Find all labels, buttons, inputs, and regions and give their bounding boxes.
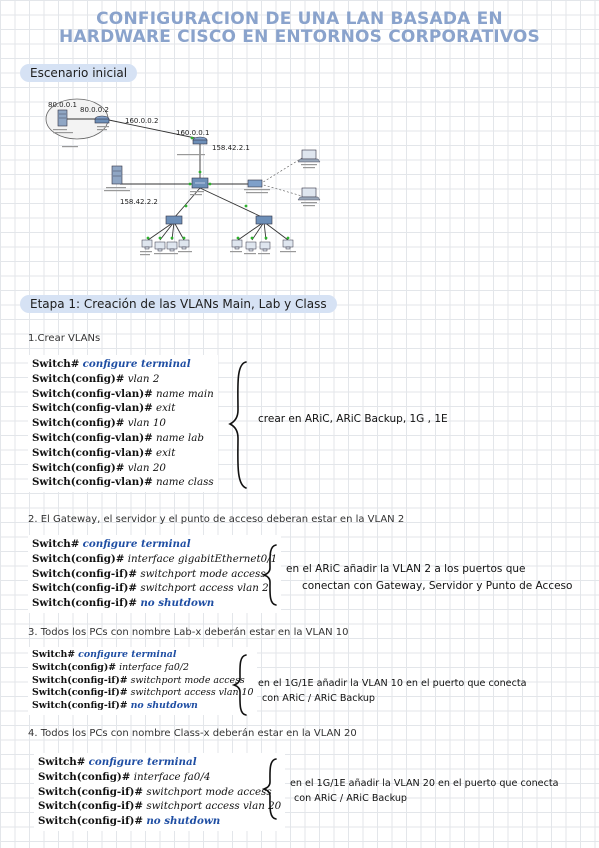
main-server-icon: [111, 165, 123, 185]
isp-router-icon: [94, 115, 110, 124]
access-point-icon: [247, 179, 263, 188]
section-etapa1-header: Etapa 1: Creación de las VLANs Main, Lab…: [20, 295, 337, 313]
title-line-1: CONFIGURACION DE UNA LAN BASADA EN: [96, 9, 503, 29]
code-block: Switch# configure terminal Switch(config…: [28, 355, 218, 493]
ip-label: 158.42.2.1: [212, 144, 250, 152]
laptop-icon: [297, 149, 321, 163]
web-server-icon: [57, 109, 68, 127]
ip-label: 80.0.0.1: [48, 101, 77, 109]
network-diagram: 80.0.0.1 80.0.0.2 160.0.0.2 160.0.0.1 15…: [45, 98, 321, 256]
handwritten-note: en el ARiC añadir la VLAN 2 a los puerto…: [286, 563, 573, 592]
brace-icon: [262, 758, 277, 820]
section-escenario-header: Escenario inicial: [20, 64, 138, 82]
code-block: Switch# configure terminal Switch(config…: [28, 535, 282, 613]
handwritten-note: en el 1G/1E añadir la VLAN 20 en el puer…: [290, 778, 559, 804]
gateway-router-icon: [192, 136, 208, 145]
ip-label: 160.0.0.1: [176, 129, 209, 137]
step-heading: 2. El Gateway, el servidor y el punto de…: [28, 514, 405, 525]
handwritten-note: en el 1G/1E añadir la VLAN 10 en el puer…: [258, 678, 527, 704]
code-block: Switch# configure terminal Switch(config…: [34, 753, 286, 831]
step-heading: 4. Todos los PCs con nombre Class-x debe…: [28, 728, 357, 739]
step-heading: 3. Todos los PCs con nombre Lab-x deberá…: [28, 627, 349, 638]
network-links: [62, 118, 289, 241]
link-status-dots: [146, 136, 290, 240]
device-caption-marks: [53, 126, 317, 256]
code-block: Switch# configure terminal Switch(config…: [28, 647, 258, 715]
ip-label: 80.0.0.2: [80, 106, 109, 114]
document-title: CONFIGURACION DE UNA LAN BASADA EN HARDW…: [0, 10, 599, 46]
brace-icon: [262, 544, 277, 606]
title-line-2: HARDWARE CISCO EN ENTORNOS CORPORATIVOS: [59, 27, 540, 47]
pc-icons: [141, 239, 294, 252]
ip-label: 160.0.0.2: [125, 117, 158, 125]
step-heading: 1.Crear VLANs: [28, 333, 101, 344]
access-switch-icon: [255, 215, 273, 225]
brace-icon: [228, 361, 247, 489]
brace-icon: [232, 654, 247, 716]
wireless-links: [259, 157, 303, 197]
laptop-icon: [297, 187, 321, 201]
access-switch-icon: [165, 215, 183, 225]
core-switch-icon: [191, 177, 209, 189]
handwritten-note: crear en ARiC, ARiC Backup, 1G , 1E: [258, 413, 448, 425]
ip-label: 158.42.2.2: [120, 198, 158, 206]
